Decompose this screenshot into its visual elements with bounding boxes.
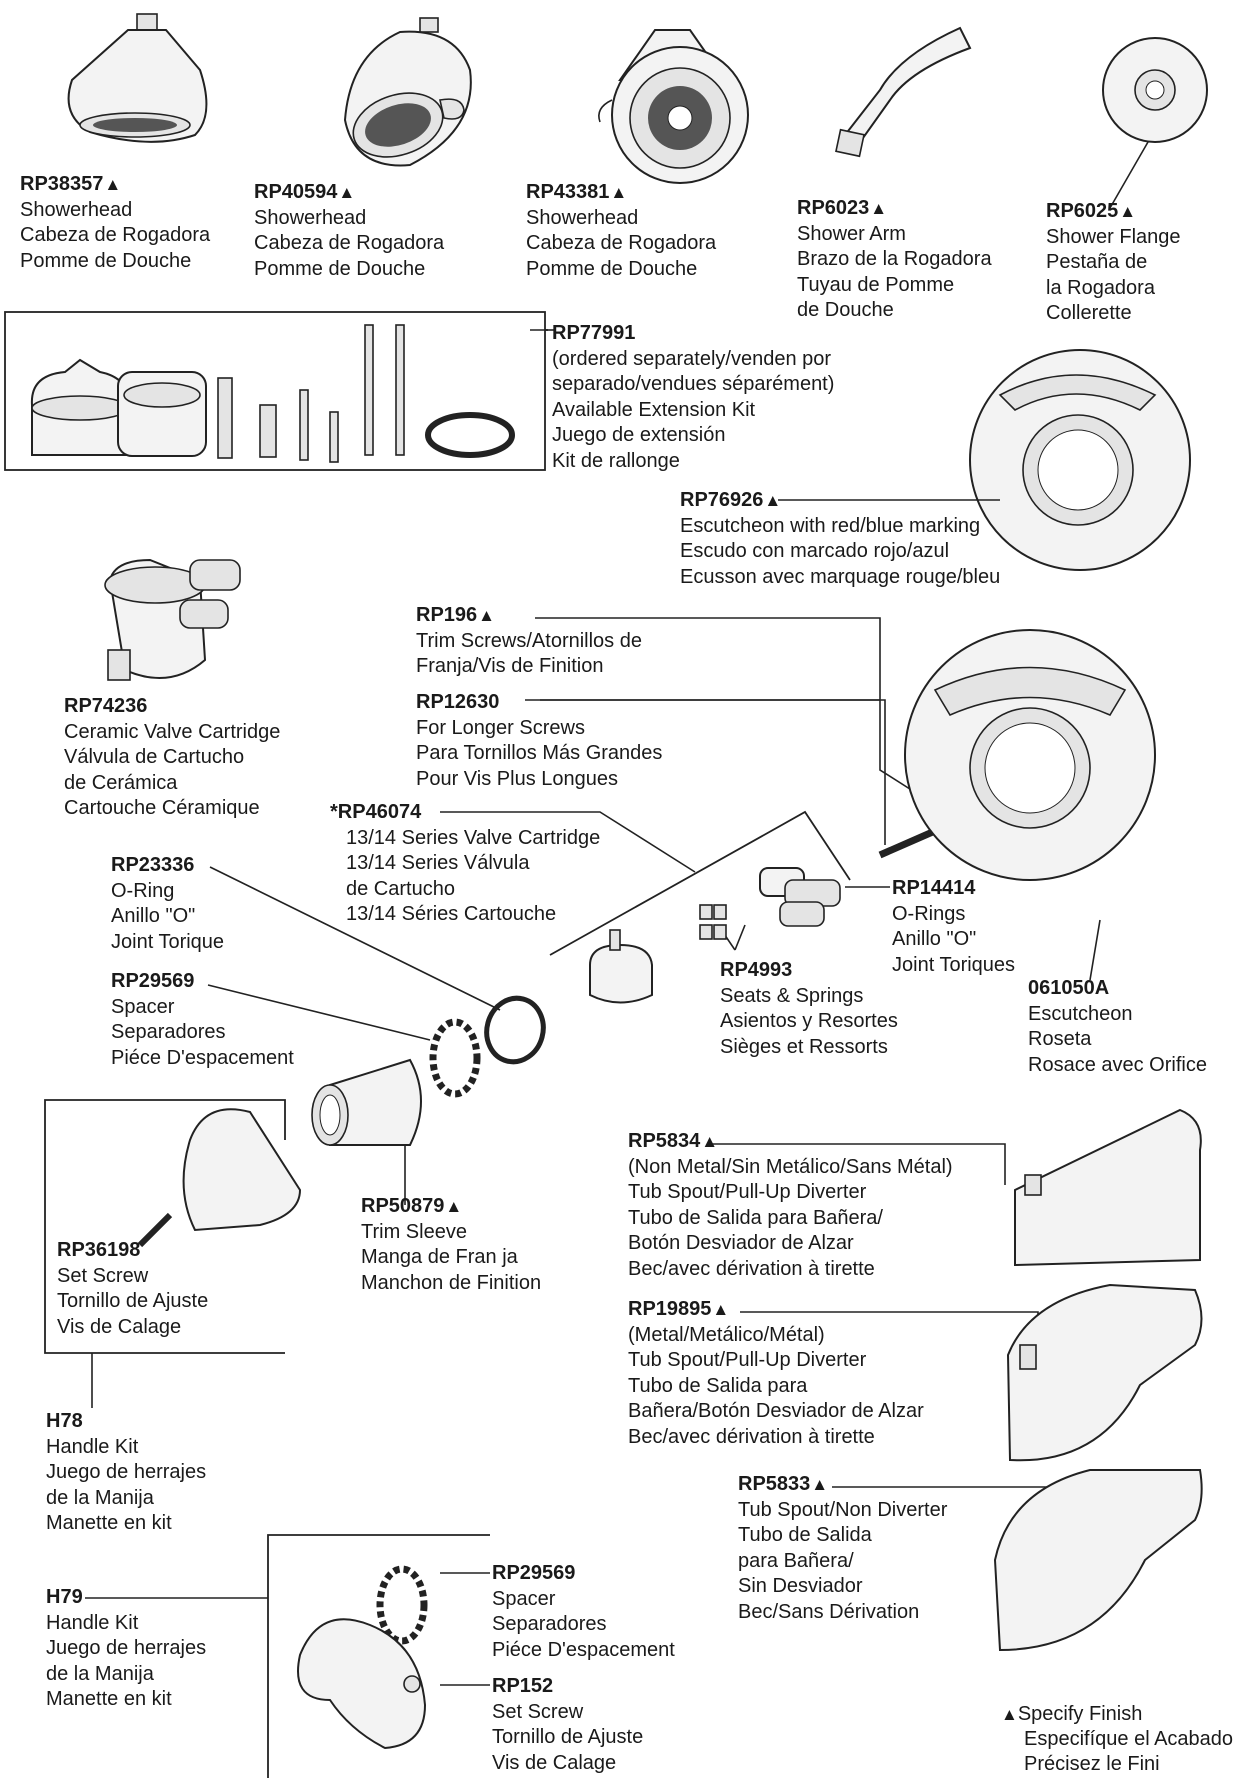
label-rp40594: RP40594▲ Showerhead Cabeza de Rogadora P… [254, 181, 445, 280]
label-rp74236: RP74236 Ceramic Valve Cartridge Válvula … [64, 695, 281, 819]
extension-kit-rp77991-drawing [4, 311, 548, 471]
label-rp36198: RP36198 Set Screw Tornillo de Ajuste Vis… [57, 1239, 209, 1338]
label-rp152: RP152 Set Screw Tornillo de Ajuste Vis d… [492, 1675, 644, 1774]
escutcheon-061050a-drawing [904, 629, 1156, 881]
label-rp76926: RP76926▲ Escutcheon with red/blue markin… [680, 489, 1001, 588]
tub-spout-rp19895-drawing [1006, 1283, 1203, 1462]
escutcheon-rp76926-drawing [778, 349, 1191, 571]
label-rp5833: RP5833▲ Tub Spout/Non Diverter Tubo de S… [738, 1473, 948, 1623]
label-061050a: 061050A Escutcheon Roseta Rosace avec Or… [1028, 977, 1207, 1076]
tub-spout-rp5833-drawing [993, 1469, 1203, 1652]
label-rp46074: *RP46074 13/14 Series Valve Cartridge 13… [330, 801, 601, 925]
label-rp12630: RP12630 For Longer Screws Para Tornillos… [416, 691, 663, 790]
label-rp38357: RP38357▲ Showerhead Cabeza de Rogadora P… [20, 173, 211, 272]
ceramic-cartridge-rp74236-drawing [104, 558, 241, 681]
label-rp50879: RP50879▲ Trim Sleeve Manga de Fran ja Ma… [361, 1195, 542, 1294]
label-rp6023: RP6023▲ Shower Arm Brazo de la Rogadora … [797, 197, 992, 321]
showerhead-rp38357-drawing [67, 13, 208, 143]
label-rp19895: RP19895▲ (Metal/Metálico/Métal) Tub Spou… [628, 1298, 924, 1448]
specify-finish-note: ▲Specify Finish Especifíque el Acabado P… [1001, 1703, 1234, 1775]
finish-triangle-icon: ▲ [1001, 1705, 1018, 1724]
handle-kit-h79-drawing [85, 1534, 490, 1778]
label-h78: H78 Handle Kit Juego de herrajes de la M… [46, 1410, 207, 1534]
label-rp43381: RP43381▲ Showerhead Cabeza de Rogadora P… [526, 181, 717, 280]
showerhead-rp40594-drawing [343, 17, 472, 167]
label-rp29569-h79-spacer: RP29569 Spacer Separadores Piéce D'espac… [492, 1562, 675, 1661]
label-rp4993: RP4993 Seats & Springs Asientos y Resort… [720, 959, 898, 1058]
showerhead-rp43381-drawing [598, 29, 749, 184]
tub-spout-rp5834-drawing [1014, 1108, 1202, 1267]
trim-sleeve-rp50879-drawing [311, 1058, 422, 1146]
shower-flange-rp6025-drawing [1102, 37, 1208, 209]
valve-cartridge-rp46074-drawing [549, 810, 851, 1004]
label-rp23336: RP23336 O-Ring Anillo "O" Joint Torique [111, 854, 225, 953]
leader-lines [207, 329, 1101, 1560]
label-rp5834: RP5834▲ (Non Metal/Sin Metálico/Sans Mét… [628, 1130, 953, 1280]
handle-kit-h78-drawing [44, 1099, 302, 1408]
spacer-rp29569-drawing [429, 1018, 481, 1098]
label-h79: H79 Handle Kit Juego de herrajes de la M… [46, 1586, 207, 1710]
shower-arm-rp6023-drawing [835, 26, 972, 158]
label-rp6025: RP6025▲ Shower Flange Pestaña de la Roga… [1046, 200, 1181, 324]
label-rp196: RP196▲ Trim Screws/Atornillos de Franja/… [416, 604, 642, 677]
part-code: RP38357▲ [20, 173, 122, 195]
o-ring-rp23336-drawing [484, 995, 546, 1065]
label-rp14414: RP14414 O-Rings Anillo "O" Joint Torique… [892, 877, 1016, 976]
label-rp77991: RP77991 (ordered separately/venden por s… [552, 322, 835, 472]
label-rp29569-spacer: RP29569 Spacer Separadores Piéce D'espac… [111, 970, 294, 1069]
